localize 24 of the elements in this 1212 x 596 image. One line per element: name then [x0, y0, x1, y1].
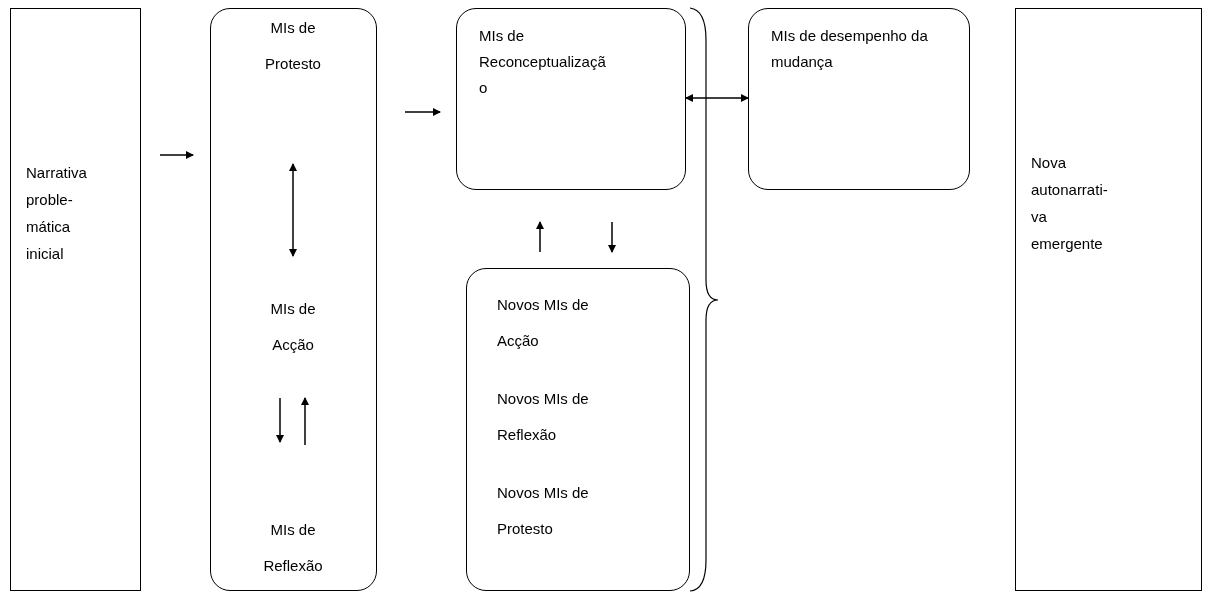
process-box [466, 268, 690, 591]
node-text: Narrativa proble-mática inicial [25, 163, 88, 264]
arrow [276, 397, 284, 443]
node-text: MIs de desempenho da mudança [770, 26, 929, 72]
node-text: Novos MIs de Acção [497, 295, 590, 351]
outcome-box [1015, 8, 1202, 591]
stage-box [10, 8, 141, 591]
node-text: Novos MIs de Protesto [497, 483, 590, 539]
process-box [456, 8, 686, 190]
arrow [404, 108, 441, 116]
node-text: Nova autonarrati-va emergente [1030, 153, 1109, 254]
arrow [289, 163, 297, 257]
node-text: MIs de Protesto [264, 18, 322, 74]
arrow [159, 151, 194, 159]
node-text: MIs de Reflexão [262, 520, 324, 576]
node-text: MIs de Acção [269, 299, 317, 355]
process-box [748, 8, 970, 190]
arrow [536, 221, 544, 253]
arrow [685, 94, 749, 102]
arrow [301, 397, 309, 446]
node-text: Novos MIs de Reflexão [497, 389, 590, 445]
node-text: MIs de Reconceptualização [478, 26, 607, 98]
group-box [210, 8, 377, 591]
arrow [608, 221, 616, 253]
